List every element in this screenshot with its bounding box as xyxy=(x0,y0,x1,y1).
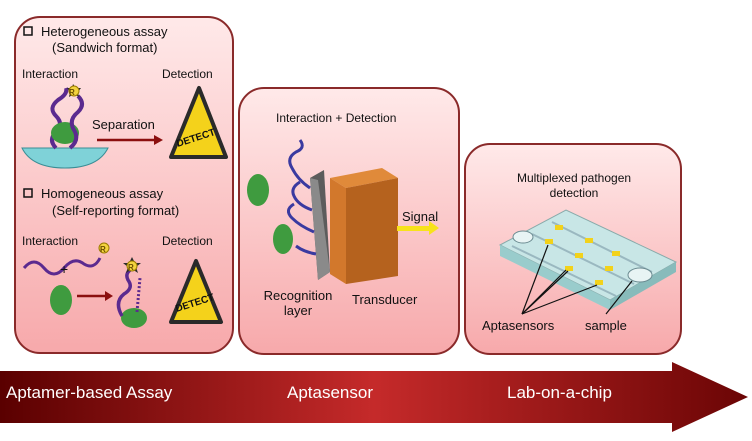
arrow-icon xyxy=(154,135,163,145)
heterogeneous-format: (Sandwich format) xyxy=(52,40,158,55)
lab-chip-title: Multiplexed pathogen detection xyxy=(516,171,632,200)
timeline-stage-1: Aptamer-based Assay xyxy=(6,383,173,402)
aptamer-icon xyxy=(135,277,142,313)
detection-label: Detection xyxy=(162,67,213,81)
reporter-letter: R xyxy=(69,88,75,97)
aptamer-icon xyxy=(22,257,102,276)
pointer-arrows xyxy=(521,244,633,315)
aptamer-icon xyxy=(116,266,135,317)
checkbox-icon xyxy=(23,26,33,36)
signal-arrow-icon xyxy=(397,226,429,231)
homogeneous-format: (Self-reporting format) xyxy=(52,203,180,218)
detect-warning-sign-icon xyxy=(169,86,228,159)
aptamer-icon xyxy=(295,244,317,256)
heterogeneous-title: Heterogeneous assay xyxy=(41,24,168,39)
homogeneous-title: Homogeneous assay xyxy=(41,186,164,201)
signal-label: Signal xyxy=(402,209,439,224)
reporter-star-icon xyxy=(67,84,81,97)
timeline-stage-3: Lab-on-a-chip xyxy=(507,383,612,402)
reporter-star-icon xyxy=(98,242,110,254)
interaction-label: Interaction xyxy=(22,67,79,81)
aptamer-icon xyxy=(288,139,311,190)
plus-sign: + xyxy=(60,261,69,277)
pathogen-icon xyxy=(273,224,293,254)
reporter-letter-2: R xyxy=(100,245,106,254)
reporter-letter-3: R xyxy=(128,263,134,272)
detect-warning-sign-icon xyxy=(169,259,223,324)
pathogen-icon xyxy=(50,285,72,315)
aptasensor-title: Interaction + Detection xyxy=(276,111,397,125)
arrow-icon xyxy=(105,291,113,301)
aptamer-icon xyxy=(68,94,84,150)
transducer-icon xyxy=(330,168,398,188)
aptamer-icon xyxy=(287,202,315,234)
transducer-label: Transducer xyxy=(352,292,418,307)
aptasensors-label: Aptasensors xyxy=(482,318,555,333)
pathogen-icon xyxy=(247,174,269,206)
recognition-label: Recognition layer xyxy=(263,288,333,318)
sample-label: sample xyxy=(585,318,627,333)
timeline-stage-2: Aptasensor xyxy=(287,383,373,402)
detection-label-2: Detection xyxy=(162,234,213,248)
checkbox-icon xyxy=(23,188,33,198)
interaction-label-2: Interaction xyxy=(22,234,79,248)
separation-label: Separation xyxy=(92,117,155,132)
reporter-star-icon xyxy=(123,257,141,273)
aptamer-icon xyxy=(291,180,313,212)
chip-icon xyxy=(498,209,678,310)
pathogen-icon xyxy=(121,308,147,328)
capture-surface-icon xyxy=(21,147,109,169)
